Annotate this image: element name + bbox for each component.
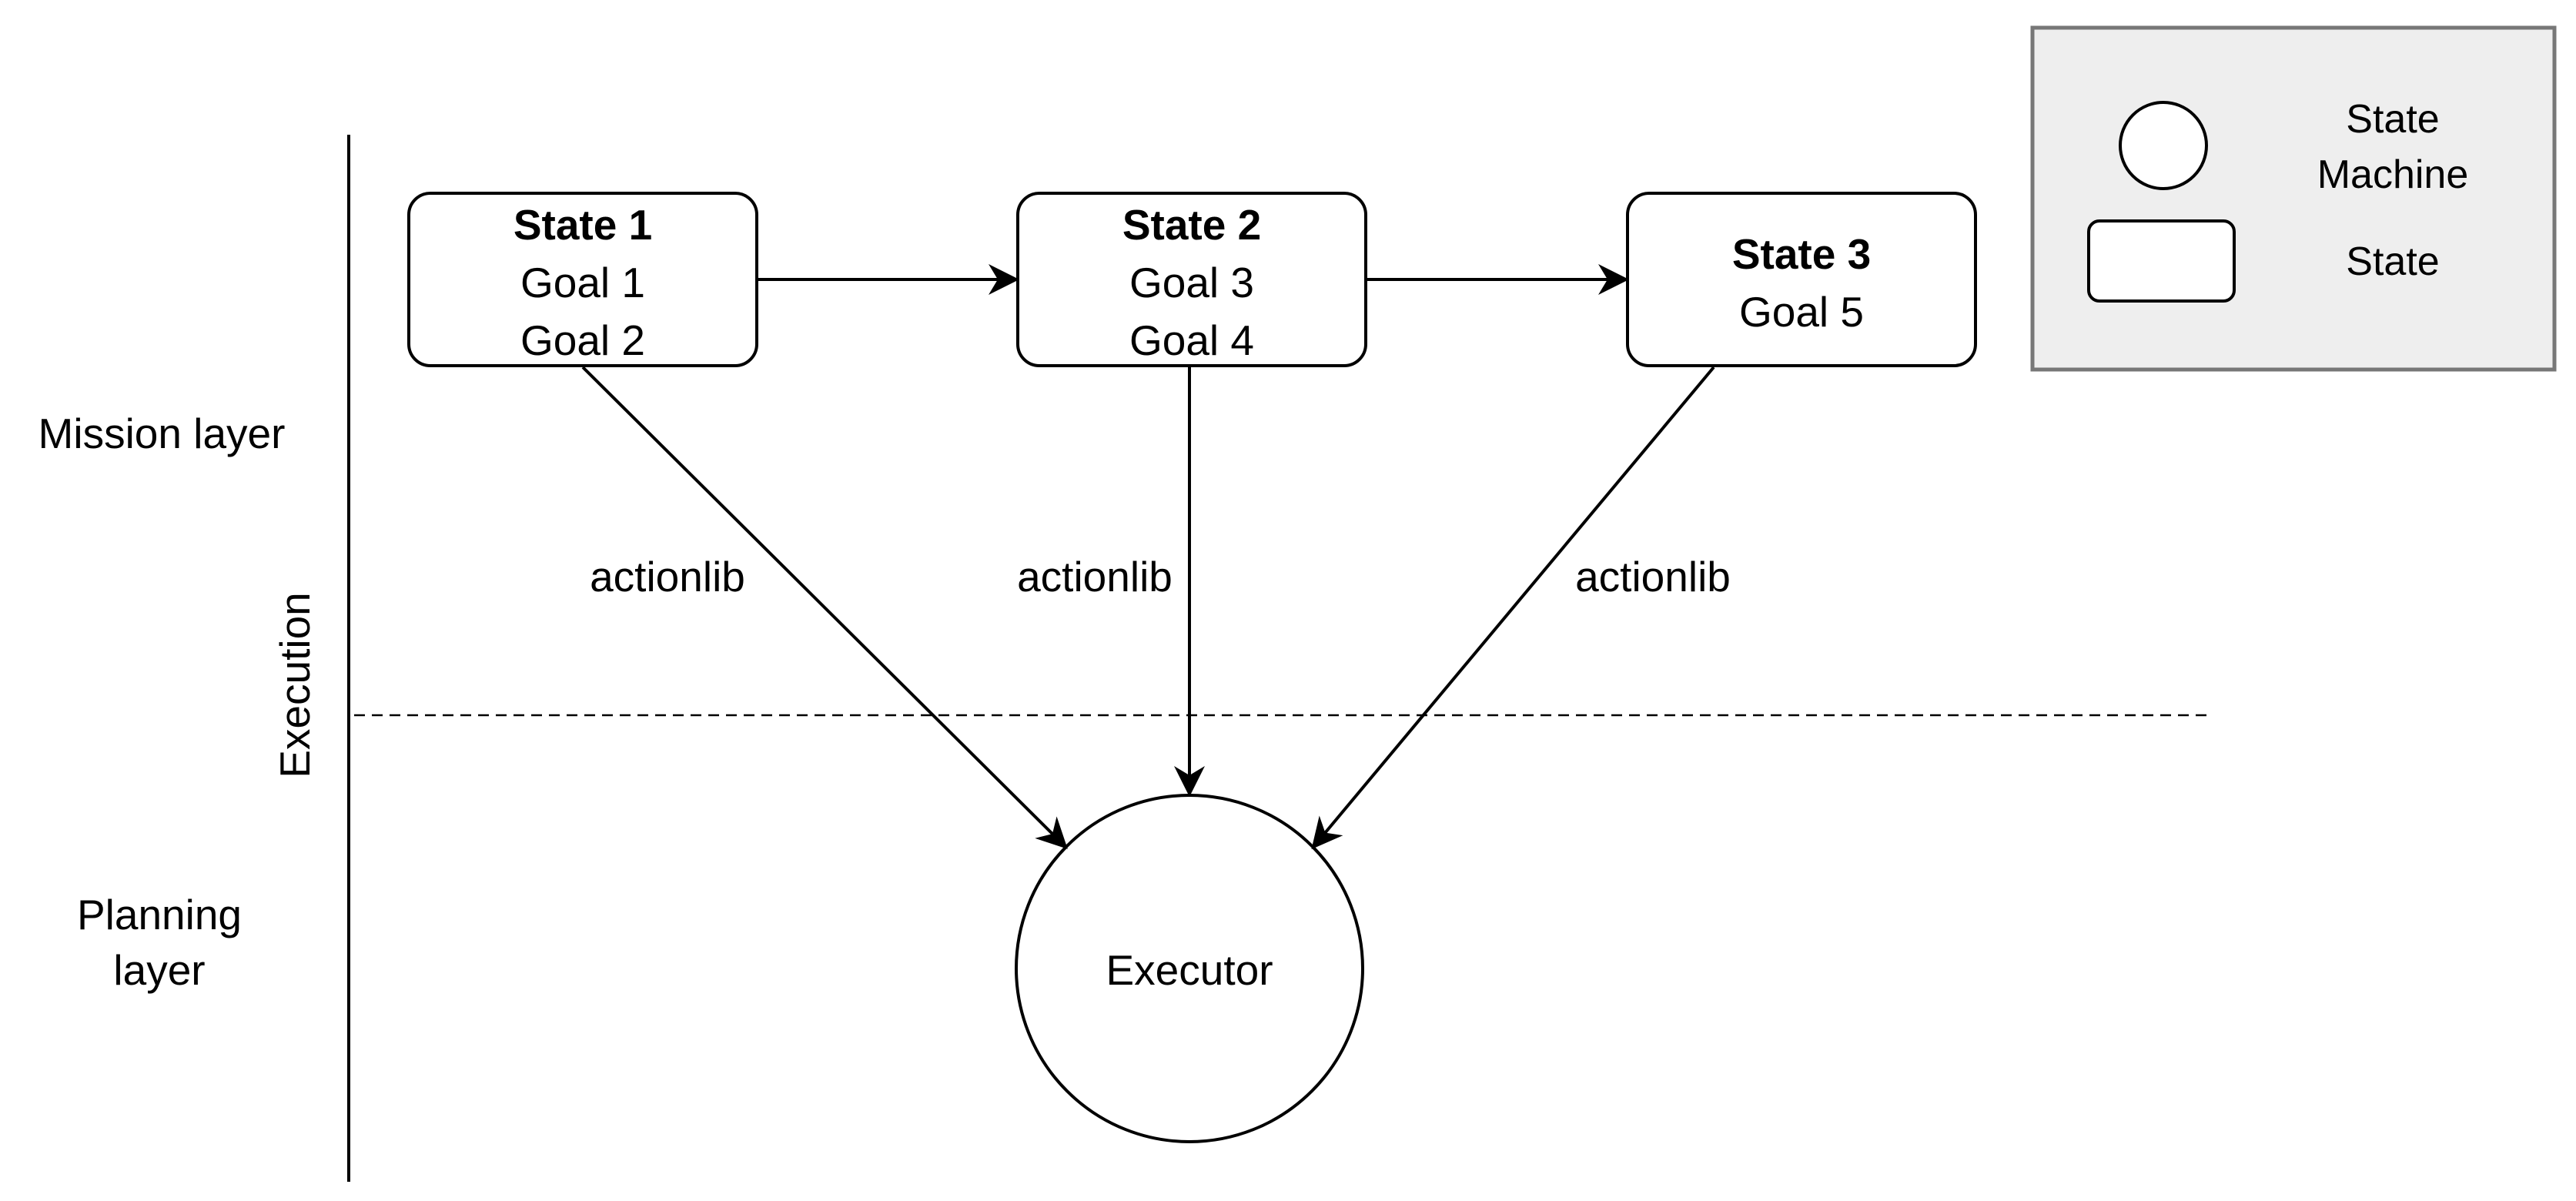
execution-label: Execution bbox=[271, 592, 319, 778]
state-1-node: State 1 Goal 1 Goal 2 bbox=[407, 192, 758, 367]
state-2-title: State 2 bbox=[1122, 201, 1261, 249]
state-1-title: State 1 bbox=[514, 201, 652, 249]
mission-layer-label: Mission layer bbox=[38, 410, 286, 457]
state-2-goal-3: Goal 3 bbox=[1129, 259, 1254, 306]
legend-state-machine-label-line1: State bbox=[2346, 97, 2439, 142]
state-3-title: State 3 bbox=[1732, 230, 1871, 278]
executor-label: Executor bbox=[1106, 946, 1273, 994]
legend-box bbox=[2030, 25, 2557, 372]
state-3-node: State 3 Goal 5 bbox=[1626, 192, 1977, 367]
planning-layer-label-line1: Planning bbox=[77, 891, 242, 938]
legend-state-machine-label-line2: Machine bbox=[2317, 152, 2469, 197]
legend-state-symbol bbox=[2087, 219, 2236, 303]
legend: State Machine State bbox=[2030, 25, 2557, 372]
actionlib-label-1: actionlib bbox=[590, 553, 745, 600]
legend-state-label: State bbox=[2346, 239, 2439, 284]
executor-node: Executor bbox=[1015, 794, 1364, 1143]
state-1-goal-1: Goal 1 bbox=[520, 259, 645, 306]
state-3-box bbox=[1626, 192, 1977, 367]
state-3-goal-5: Goal 5 bbox=[1739, 288, 1864, 336]
state-2-node: State 2 Goal 3 Goal 4 bbox=[1016, 192, 1367, 367]
legend-state-machine-symbol bbox=[2119, 101, 2208, 190]
state-2-goal-4: Goal 4 bbox=[1129, 316, 1254, 364]
state-1-goal-2: Goal 2 bbox=[520, 316, 645, 364]
actionlib-edge-state-1 bbox=[581, 366, 1068, 849]
planning-layer-label-line2: layer bbox=[113, 946, 205, 994]
actionlib-edge-state-3 bbox=[1311, 366, 1715, 850]
actionlib-label-3: actionlib bbox=[1575, 553, 1731, 600]
actionlib-label-2: actionlib bbox=[1017, 553, 1173, 600]
